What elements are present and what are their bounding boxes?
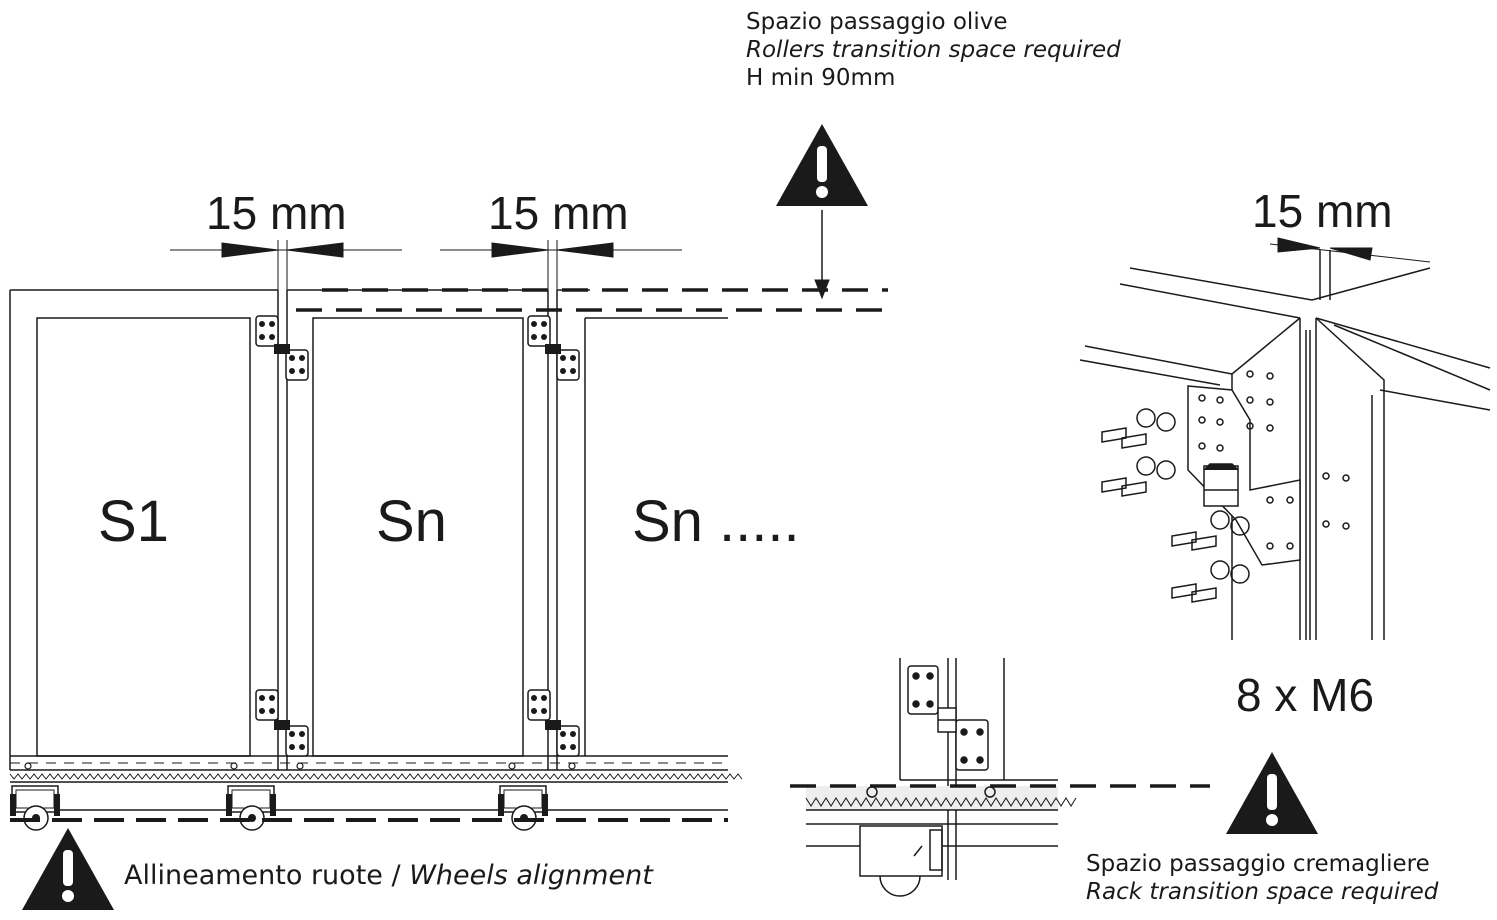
hinge-top-1b xyxy=(285,349,309,381)
down-arrow-icon xyxy=(814,210,830,300)
wheels-note: Allineamento ruote / Wheels alignment xyxy=(124,860,653,891)
hinge-top-2 xyxy=(527,315,551,347)
panel-label-s1: S1 xyxy=(98,489,169,554)
wheel-2 xyxy=(225,785,277,831)
dimension-label-detail: 15 mm xyxy=(1252,185,1393,237)
panel-label-sn-more: Sn ..... xyxy=(632,489,800,554)
wheels-note-it: Allineamento ruote xyxy=(124,860,383,891)
dimension-gap-2 xyxy=(440,240,682,290)
warning-triangle-icon xyxy=(776,124,868,206)
wheel-1 xyxy=(9,785,61,831)
hinge-top-1 xyxy=(255,315,279,347)
hinge-bottom-2 xyxy=(527,689,551,721)
warning-triangle-icon xyxy=(1226,752,1318,834)
hinge-bottom-1 xyxy=(255,689,279,721)
hinge-detail-view xyxy=(1079,250,1491,640)
dimension-label-1: 15 mm xyxy=(206,187,347,239)
rollers-note: Spazio passaggio olive Rollers transitio… xyxy=(746,8,1121,92)
warning-triangle-icon xyxy=(22,828,114,910)
rack-note-en: Rack transition space required xyxy=(1086,879,1439,905)
wheels-note-en: Wheels alignment xyxy=(409,860,653,891)
rack-note: Spazio passaggio cremagliere Rack transi… xyxy=(1086,850,1438,906)
rack-note-it: Spazio passaggio cremagliere xyxy=(1086,851,1430,877)
rollers-note-en: Rollers transition space required xyxy=(746,37,1121,63)
wheel-3 xyxy=(497,785,549,831)
rollers-note-it: Spazio passaggio olive xyxy=(746,9,1008,35)
hinge-top-2b xyxy=(556,349,580,381)
dimension-gap-1 xyxy=(170,240,402,290)
rack-detail-view xyxy=(805,658,1077,897)
dimension-label-2: 15 mm xyxy=(488,187,629,239)
hinge-bottom-1b xyxy=(285,725,309,757)
dimension-gap-detail xyxy=(1269,237,1431,263)
panel-label-sn: Sn xyxy=(376,489,447,554)
wheels-note-sep: / xyxy=(391,860,401,891)
rollers-note-height: H min 90mm xyxy=(746,65,896,91)
fasteners-label: 8 x M6 xyxy=(1236,669,1375,721)
hinge-bottom-2b xyxy=(556,725,580,757)
